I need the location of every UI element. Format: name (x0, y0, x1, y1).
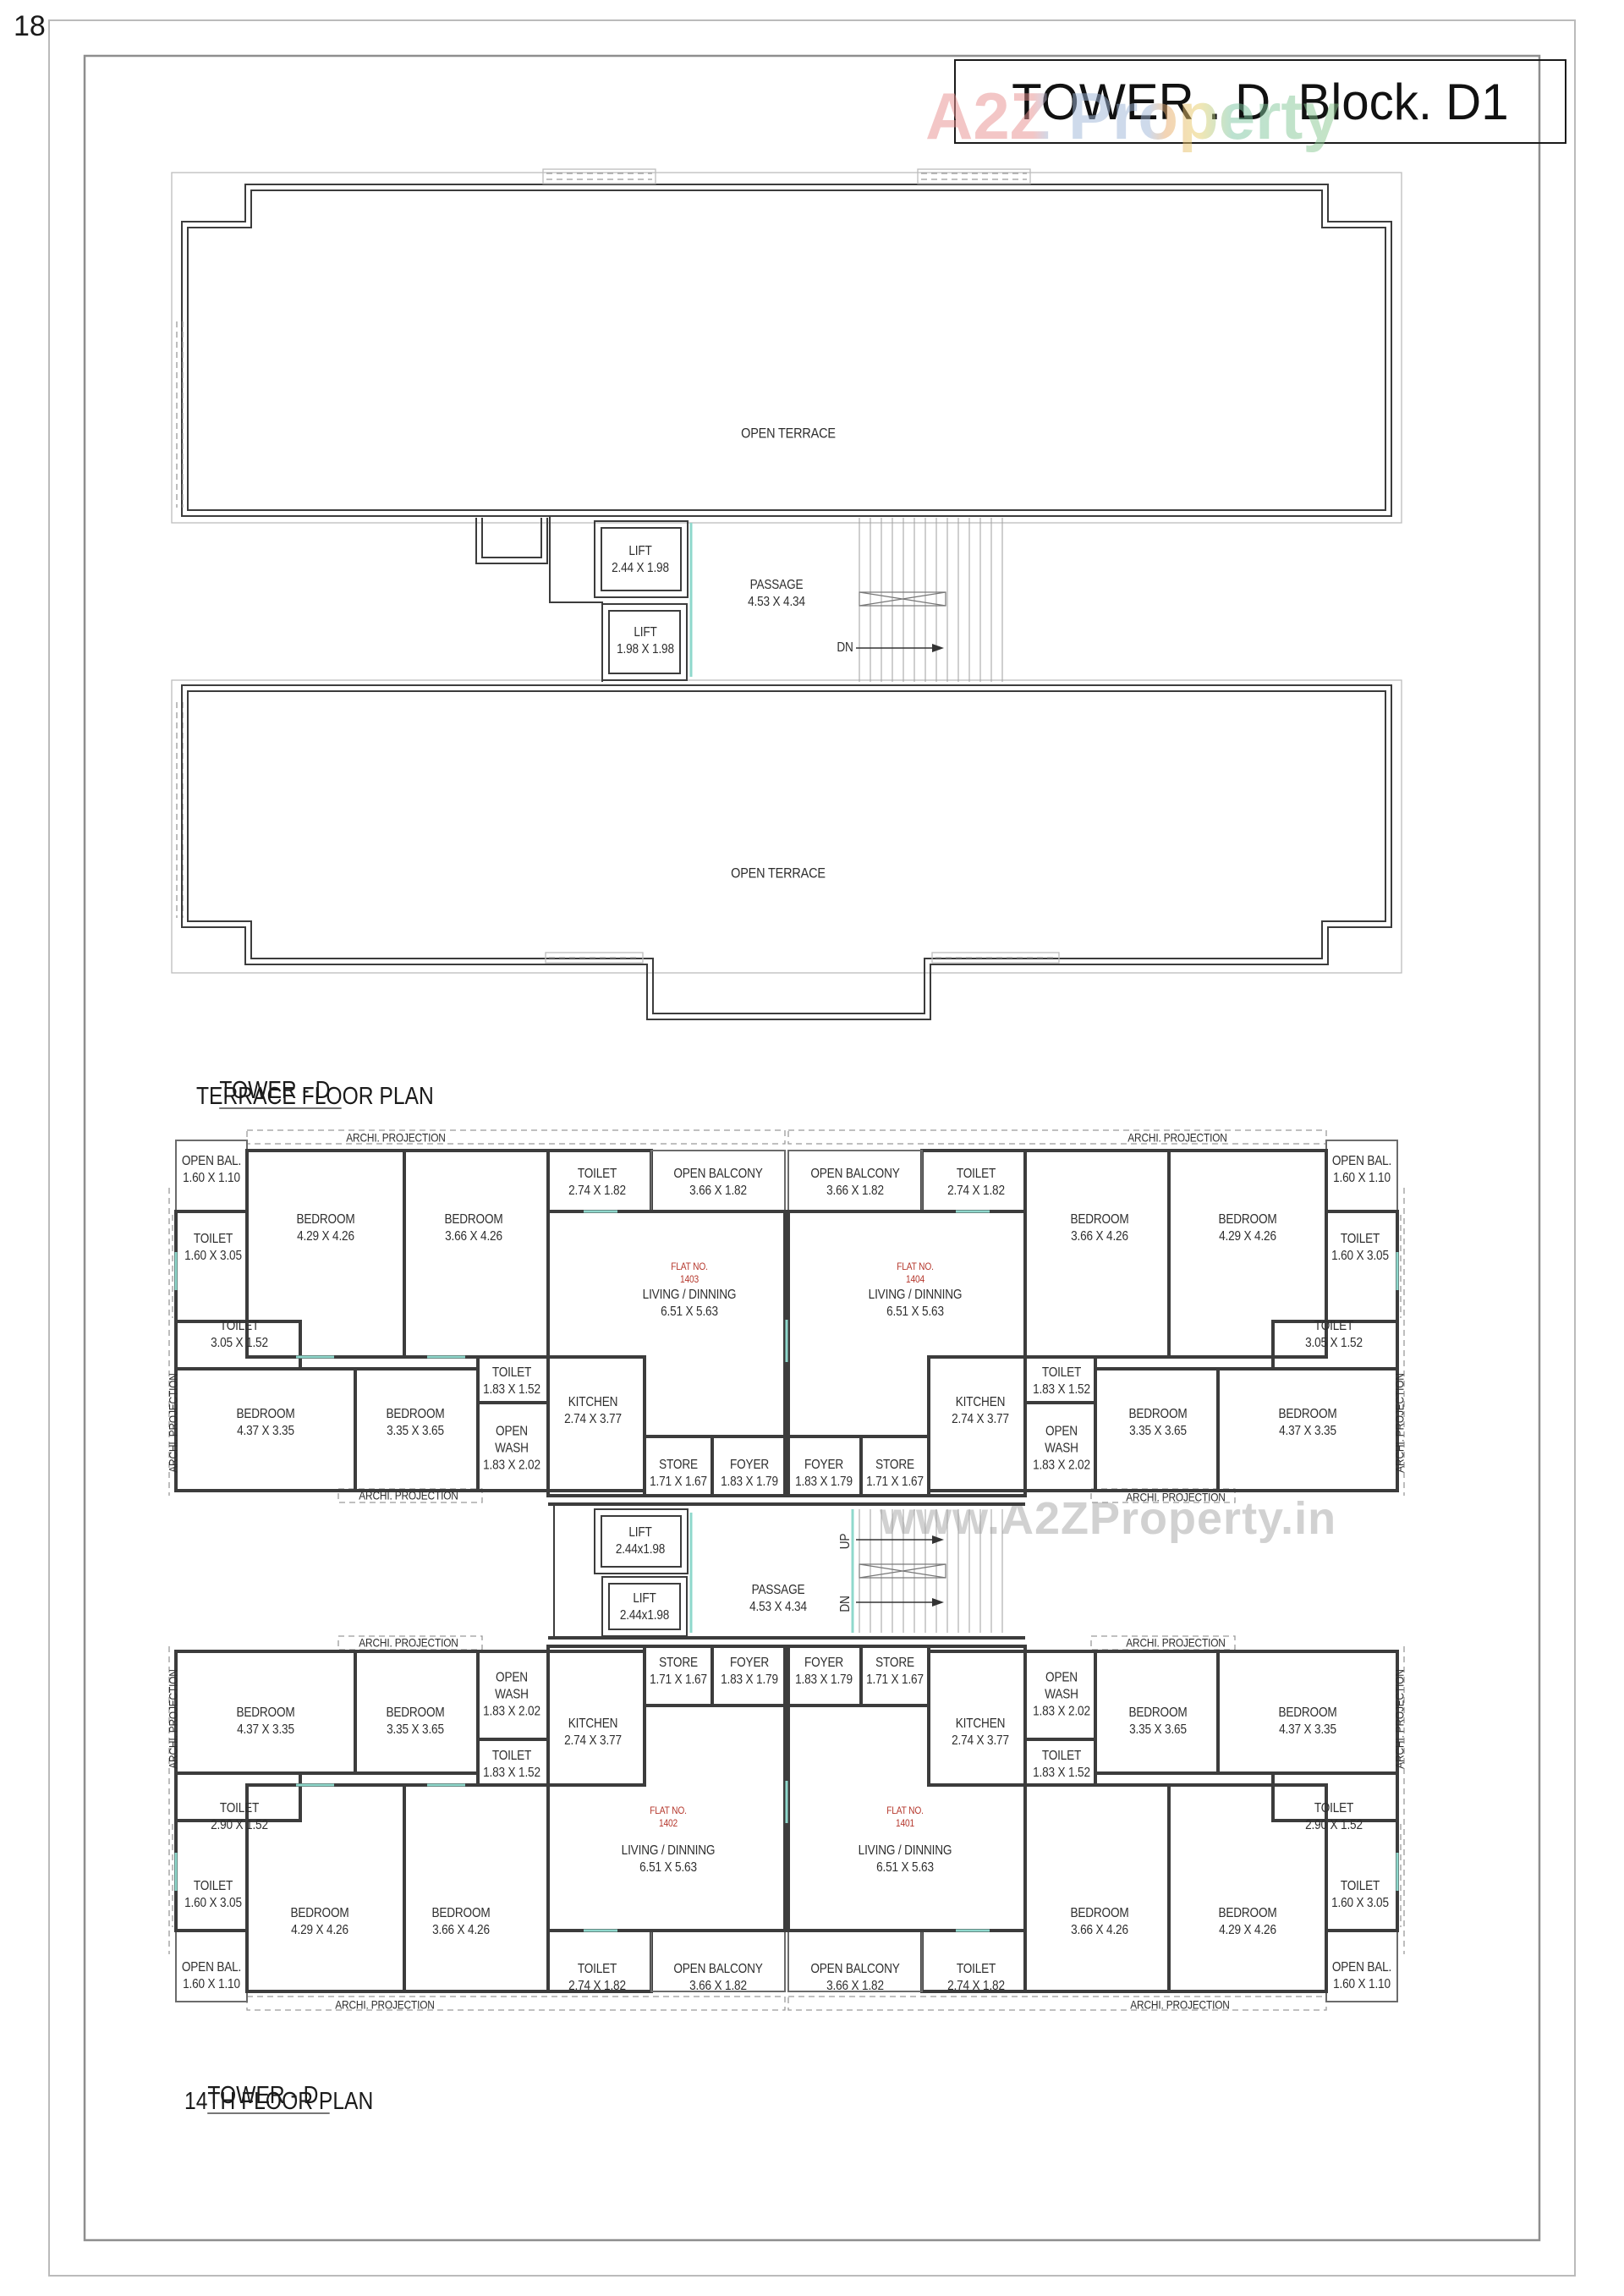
floor14-plan-walls (168, 1129, 1405, 2011)
archi-projection-lines (168, 1129, 1405, 2011)
sheet-border (48, 19, 1576, 2277)
terrace-plan-walls (171, 168, 1402, 1020)
terrace-plan-title: TOWER - D (196, 1049, 343, 1137)
lift-box (594, 520, 689, 681)
flat-1404-walls (787, 1140, 1399, 1497)
down-arrow (856, 644, 944, 652)
staircase (856, 518, 1003, 682)
flat-1403-walls (174, 1140, 787, 1497)
core-walls (548, 1502, 1025, 1640)
title-block-text: TOWER . D Block. D1 (1012, 73, 1509, 130)
floor14-plan-title: TOWER - D (184, 2054, 331, 2142)
flat-1402-walls (174, 1645, 787, 2002)
terrace-plan-subtitle: TERRACE FLOOR PLAN (196, 1083, 434, 1110)
down-arrow (856, 1598, 944, 1607)
window-hatch (545, 952, 1060, 964)
staircase (856, 1509, 1003, 1633)
page-number: 18 (14, 10, 46, 42)
door-openings (174, 1210, 1399, 1932)
flat-1401-walls (787, 1645, 1399, 2002)
floor14-plan-subtitle: 14TH FLOOR PLAN (184, 2088, 374, 2115)
watermark-a2z-property: A2Z Property (925, 79, 1340, 153)
up-arrow (856, 1535, 944, 1544)
window-hatch (542, 168, 1031, 184)
title-block: TOWER . D Block. D1 (954, 59, 1566, 144)
watermark-url: www.A2ZProperty.in (880, 1493, 1337, 1544)
